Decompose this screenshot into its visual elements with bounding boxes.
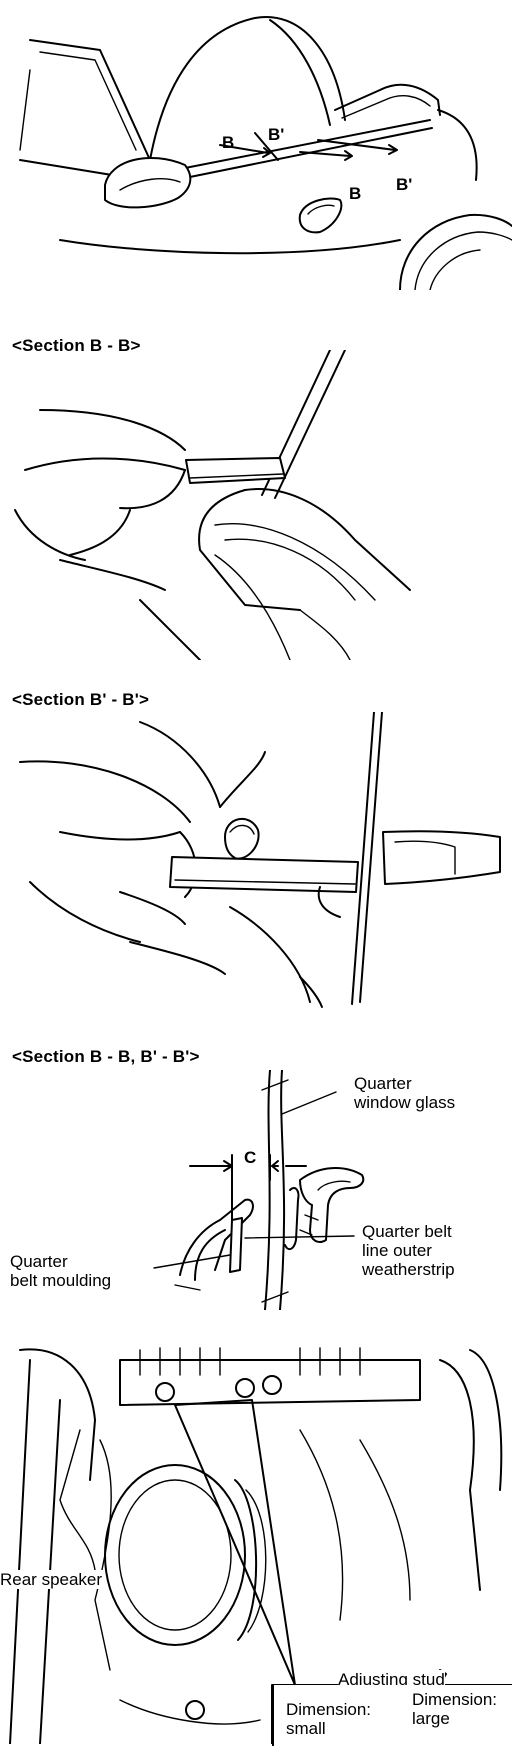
section-bprime-bprime-illustration — [0, 712, 512, 1012]
section-marker-bprime-top: B' — [268, 125, 285, 144]
section-combined-heading: <Section B - B, B' - B'> — [12, 1047, 200, 1066]
section-marker-b-right: B — [349, 184, 362, 203]
quarter-belt-moulding-label: Quarter belt moulding — [10, 1252, 112, 1290]
car-quarter-view: B B' B B' — [0, 0, 512, 290]
section-bprime-bprime-heading: <Section B' - B'> — [12, 690, 150, 709]
dimension-large-label: Dimension: large — [412, 1690, 498, 1728]
rear-speaker-illustration: Rear speaker Adjusting stud — [0, 1340, 512, 1746]
rear-speaker-label: Rear speaker — [0, 1570, 105, 1589]
car-illustration — [19, 16, 512, 290]
belt-line-outer-weatherstrip-label: Quarter belt line outer weatherstrip — [362, 1222, 455, 1279]
section-combined-illustration: C Quarter window glass Quarter belt moul… — [0, 1070, 512, 1310]
quarter-window-glass-label: Quarter window glass — [354, 1074, 456, 1112]
section-bb-heading: <Section B - B> — [12, 336, 141, 355]
section-marker-b-left: B — [222, 133, 235, 152]
section-marker-bprime-right: B' — [396, 175, 413, 194]
section-bb-illustration — [0, 350, 512, 660]
dimension-small-label: Dimension: small — [286, 1700, 372, 1738]
adjusting-stud-label: Adjusting stud — [338, 1670, 445, 1689]
dimension-c-label: C — [244, 1148, 257, 1167]
